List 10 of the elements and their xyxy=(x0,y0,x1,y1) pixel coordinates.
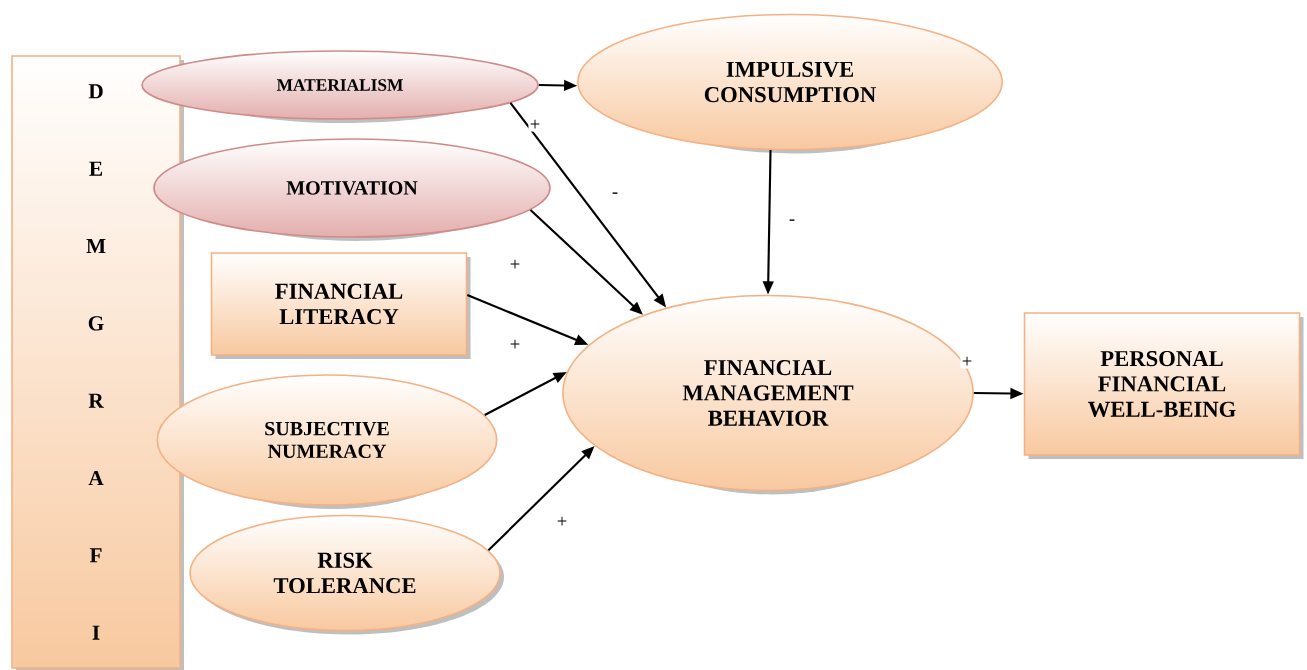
edge-label: + xyxy=(555,515,569,529)
edge-label: + xyxy=(508,338,522,352)
edge-label: + xyxy=(960,355,974,369)
edge-label: + xyxy=(508,258,522,272)
edge-label: + xyxy=(528,118,542,132)
concept-box: D E M G R A F I xyxy=(11,55,184,670)
edge-label: - xyxy=(787,218,797,226)
concept-box: PERSONAL FINANCIAL WELL-BEING xyxy=(1023,312,1304,459)
concept-box: FINANCIAL LITERACY xyxy=(210,252,471,359)
edge-label: - xyxy=(610,191,620,199)
